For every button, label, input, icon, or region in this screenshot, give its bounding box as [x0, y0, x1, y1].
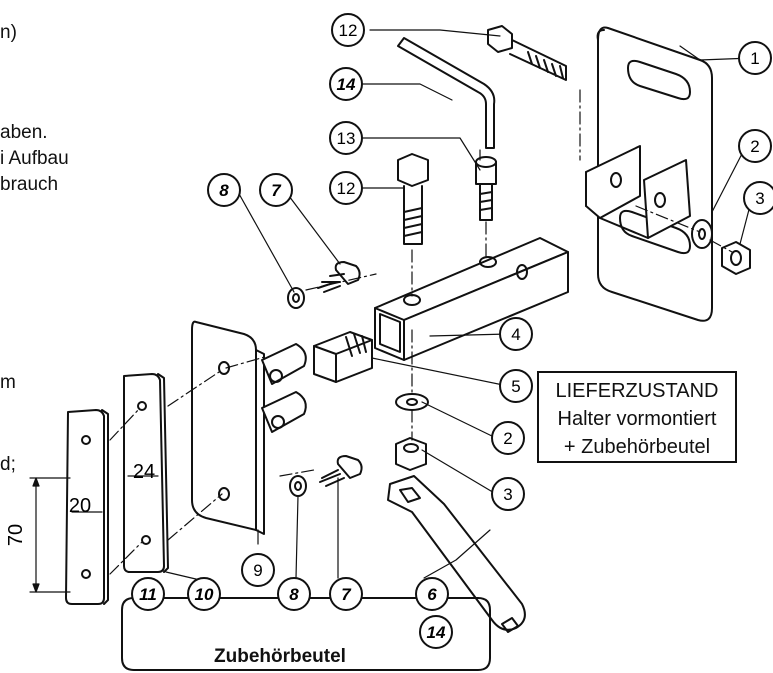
spacer-plate-part-11	[65, 409, 109, 605]
callout-number-12b: 12	[337, 179, 356, 198]
callout-circle-3a	[743, 181, 773, 215]
nut-part-3-lower	[395, 437, 427, 471]
callout-12b: 12	[329, 171, 363, 205]
callout-circle-4	[499, 317, 533, 351]
callout-number-8b: 8	[289, 585, 299, 604]
callout-number-10: 10	[195, 585, 214, 604]
callout-2b: 2	[491, 421, 525, 455]
screw-part-7-lower	[319, 455, 363, 487]
callout-circle-8b	[277, 577, 311, 611]
washer-part-8-lower	[289, 475, 307, 497]
delivery-state-box: LIEFERZUSTAND Halter vormontiert + Zubeh…	[537, 371, 737, 463]
leader-lines	[165, 29, 753, 581]
delivery-line-1: LIEFERZUSTAND	[555, 380, 719, 402]
callout-number-1: 1	[750, 49, 759, 68]
cut-text-line-4: brauch	[0, 174, 59, 195]
callout-circle-11	[131, 577, 165, 611]
callout-number-9: 9	[253, 561, 262, 580]
callout-9: 9	[241, 553, 275, 587]
callout-2a: 2	[738, 129, 772, 163]
spacer-plate-part-10	[123, 373, 169, 573]
dimension-70-label: 70	[5, 524, 27, 546]
lever-part-6	[387, 475, 526, 633]
washer-part-8-upper	[287, 287, 305, 309]
callout-number-11: 11	[139, 585, 157, 604]
callout-number-13: 13	[337, 129, 356, 148]
clamp-bracket	[585, 145, 691, 239]
nut-part-3-right	[721, 241, 751, 275]
callout-circle-2a	[738, 129, 772, 163]
cut-text-line-5: m	[0, 372, 16, 393]
callout-number-5: 5	[511, 377, 520, 396]
cut-text-line-3: i Aufbau	[0, 148, 69, 169]
callout-number-8a: 8	[219, 181, 229, 200]
end-cap-part-5	[313, 331, 373, 383]
screw-part-7-upper	[317, 261, 361, 293]
callout-circle-8a	[207, 173, 241, 207]
hex-bolt-part-12-top	[487, 25, 567, 81]
callout-number-2a: 2	[750, 137, 759, 156]
callout-7a: 7	[259, 173, 293, 207]
accessory-bag-title: Zubehörbeutel	[214, 646, 346, 667]
delivery-line-3: + Zubehörbeutel	[563, 436, 711, 458]
callout-circle-14a	[329, 67, 363, 101]
callout-14b: 14	[419, 615, 453, 649]
callout-number-6: 6	[427, 585, 437, 604]
square-tube-part-4	[374, 237, 569, 361]
washer-part-2-right	[691, 219, 713, 249]
callout-number-3a: 3	[755, 189, 764, 208]
callout-number-3b: 3	[503, 485, 512, 504]
callout-circle-2b	[491, 421, 525, 455]
dimension-20-label: 20	[69, 495, 91, 517]
callout-circle-3b	[491, 477, 525, 511]
callout-circle-7a	[259, 173, 293, 207]
callout-8a: 8	[207, 173, 241, 207]
callout-circle-1	[738, 41, 772, 75]
callout-circle-10	[187, 577, 221, 611]
callout-number-14a: 14	[337, 75, 356, 94]
callout-7b: 7	[329, 577, 363, 611]
callout-10: 10	[187, 577, 221, 611]
delivery-line-2: Halter vormontiert	[557, 408, 717, 430]
callout-number-7a: 7	[271, 181, 282, 200]
callout-circle-7b	[329, 577, 363, 611]
allen-key-part-14	[397, 37, 496, 149]
callout-8b: 8	[277, 577, 311, 611]
callout-number-12a: 12	[339, 21, 358, 40]
callout-circle-12a	[331, 13, 365, 47]
callout-circle-5	[499, 369, 533, 403]
callout-13: 13	[329, 121, 363, 155]
mounting-plate-part-9	[191, 320, 307, 535]
callout-circle-9	[241, 553, 275, 587]
dimension-70	[29, 475, 159, 593]
callout-3b: 3	[491, 477, 525, 511]
accessory-bag-box	[121, 597, 491, 671]
callout-circle-14b	[419, 615, 453, 649]
callout-circle-12b	[329, 171, 363, 205]
cut-text-line-6: d;	[0, 454, 16, 475]
callout-1: 1	[738, 41, 772, 75]
callout-11: 11	[131, 577, 165, 611]
callout-14a: 14	[329, 67, 363, 101]
socket-screw-part-13	[475, 156, 497, 221]
callout-12a: 12	[331, 13, 365, 47]
callout-4: 4	[499, 317, 533, 351]
callout-6: 6	[415, 577, 449, 611]
hex-bolt-part-12-vertical	[397, 153, 429, 245]
assembly-axes	[109, 89, 733, 575]
cut-text-line-2: aben.	[0, 122, 48, 143]
cut-text-line-1: n)	[0, 22, 17, 43]
callout-number-4: 4	[511, 325, 520, 344]
callout-number-2b: 2	[503, 429, 512, 448]
callout-number-14b: 14	[427, 623, 446, 642]
callout-number-7b: 7	[341, 585, 352, 604]
callout-5: 5	[499, 369, 533, 403]
callout-circle-13	[329, 121, 363, 155]
callout-circle-6	[415, 577, 449, 611]
dimension-24-label: 24	[133, 461, 155, 483]
callout-3a: 3	[743, 181, 773, 215]
